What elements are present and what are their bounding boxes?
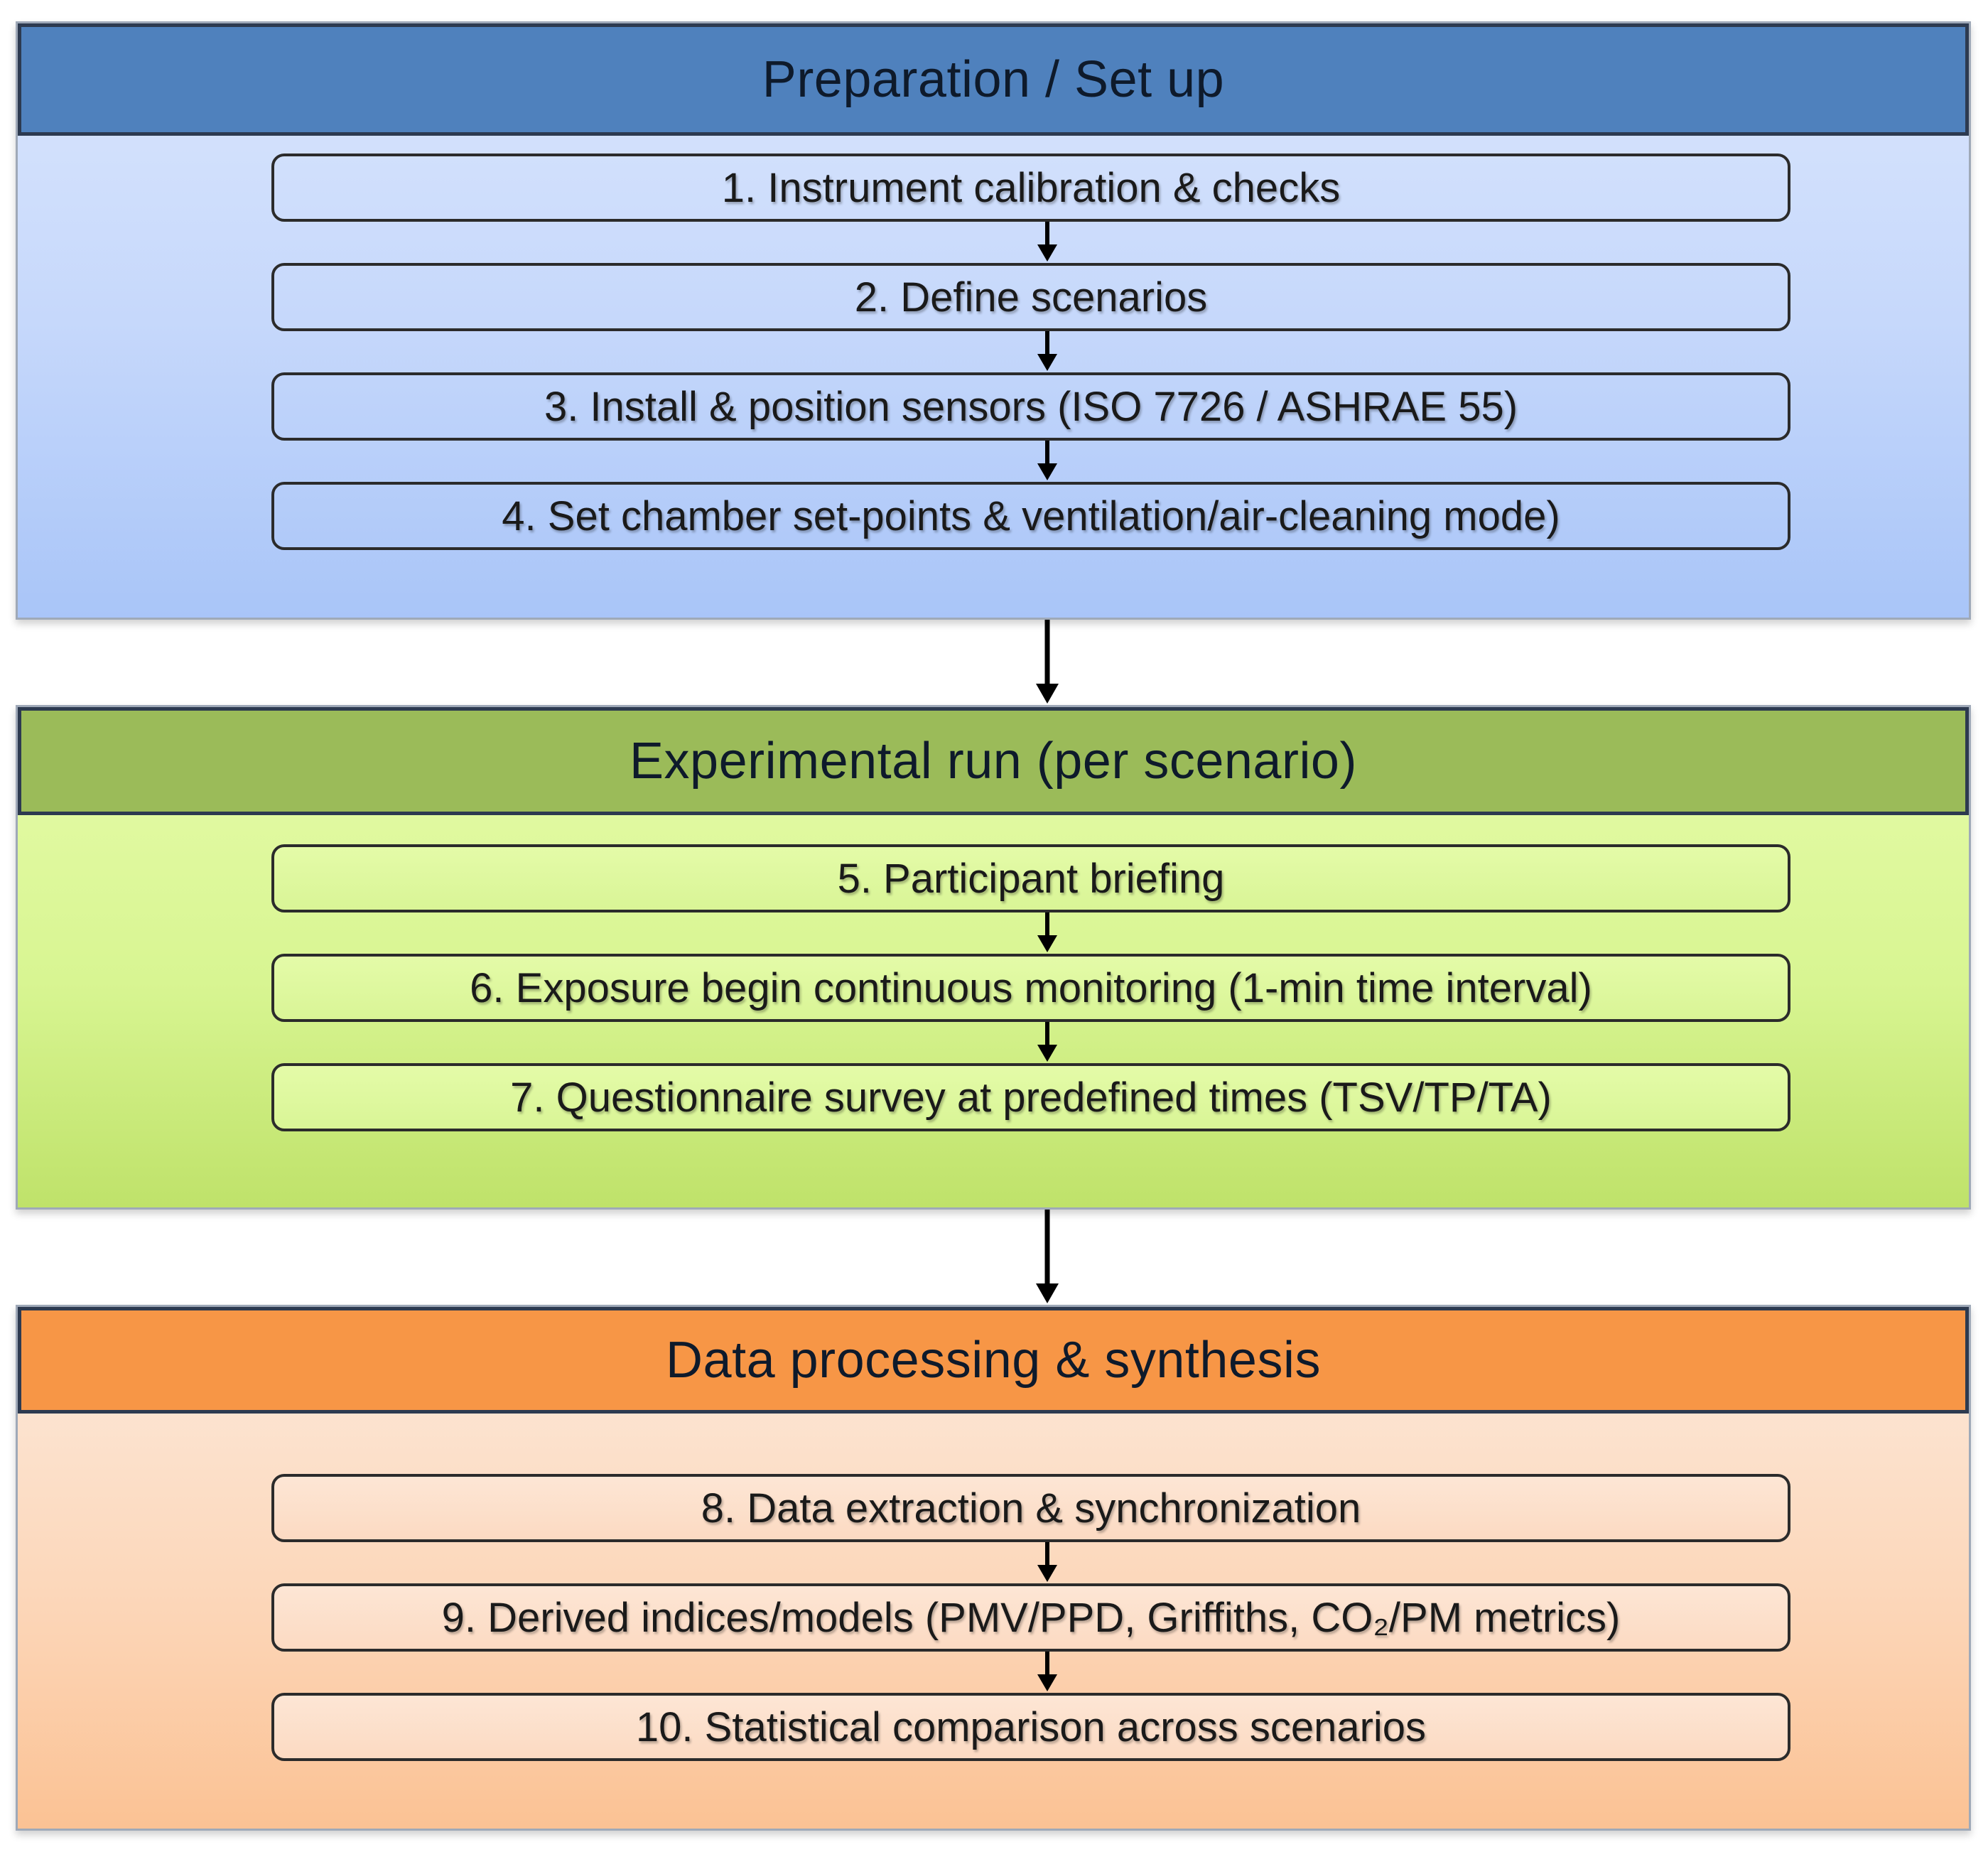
step-5-box: 5. Participant briefing [271,844,1790,912]
step-9-box: 9. Derived indices/models (PMV/PPD, Grif… [271,1583,1790,1652]
section-experimental-run-title: Experimental run (per scenario) [18,707,1969,815]
step-8-box: 8. Data extraction & synchronization [271,1474,1790,1542]
step-6-box: 6. Exposure begin continuous monitoring … [271,954,1790,1022]
section-data-processing-title: Data processing & synthesis [18,1307,1969,1414]
step-3-box: 3. Install & position sensors (ISO 7726 … [271,372,1790,441]
step-4-box: 4. Set chamber set-points & ventilation/… [271,482,1790,550]
section-preparation: Preparation / Set up [16,21,1971,620]
step-7-box: 7. Questionnaire survey at predefined ti… [271,1063,1790,1131]
step-10-box: 10. Statistical comparison across scenar… [271,1693,1790,1761]
step-1-box: 1. Instrument calibration & checks [271,154,1790,222]
arrow-experimental-to-processing [1036,1210,1059,1303]
arrow-preparation-to-experimental [1036,620,1059,704]
step-2-box: 2. Define scenarios [271,263,1790,331]
section-preparation-title: Preparation / Set up [18,23,1969,136]
